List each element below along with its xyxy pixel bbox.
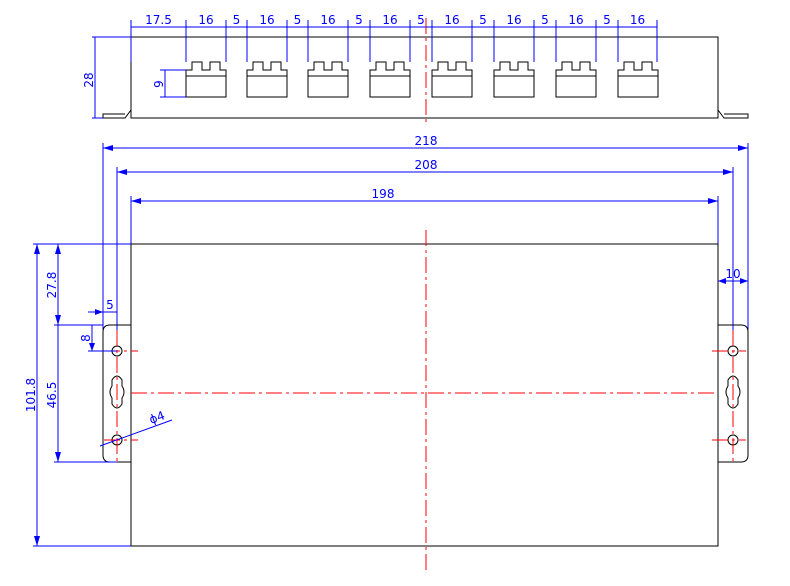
port-dim-label: 16 bbox=[506, 13, 521, 27]
left-mount-tab bbox=[102, 109, 132, 119]
front-body-outline bbox=[130, 36, 719, 119]
height-label: 28 bbox=[82, 72, 96, 87]
overall-height-arrow-bottom bbox=[34, 536, 40, 546]
hole-dia-leader bbox=[99, 419, 173, 447]
ear-width-label: 10 bbox=[725, 267, 740, 281]
hole-dia-label: ϕ4 bbox=[147, 408, 166, 426]
port-dim-label: 5 bbox=[479, 13, 487, 27]
hole-vspacing-label: 46.5 bbox=[45, 382, 59, 409]
right-mount-tab bbox=[717, 109, 749, 119]
port-dim-label: 5 bbox=[417, 13, 425, 27]
rj45-port bbox=[617, 61, 659, 98]
rj45-port bbox=[369, 61, 411, 98]
hole-vspacing-arrow-bottom bbox=[55, 452, 61, 462]
left-offset-arrow bbox=[95, 309, 103, 315]
port-dim-label: 5 bbox=[541, 13, 549, 27]
right-mount-ear bbox=[718, 324, 749, 463]
rj45-port bbox=[493, 61, 535, 98]
port-dim-label: 16 bbox=[444, 13, 459, 27]
rj45-port bbox=[185, 61, 227, 98]
port-dim-label: 5 bbox=[603, 13, 611, 27]
port-dim-label: 16 bbox=[568, 13, 583, 27]
body-width-label: 198 bbox=[372, 187, 395, 201]
port-dim-label: 5 bbox=[233, 13, 241, 27]
overall-width-arrow-right bbox=[738, 145, 748, 151]
overall-height-label: 101.8 bbox=[24, 378, 38, 412]
port-dim-labels: 17.5 16 5 16 5 16 5 16 5 16 5 16 5 16 5 16 bbox=[145, 13, 645, 27]
plan-view: 218 208 198 bbox=[24, 134, 749, 572]
rj45-port bbox=[307, 61, 349, 98]
top-offset-label: 27.8 bbox=[45, 272, 59, 299]
port-dim-label: 16 bbox=[630, 13, 645, 27]
rj45-port bbox=[555, 61, 597, 98]
left-keyhole-slot bbox=[109, 375, 125, 409]
rj45-port bbox=[246, 61, 288, 98]
port-dim-label: 16 bbox=[198, 13, 213, 27]
body-width-arrow-left bbox=[131, 198, 141, 204]
port-dim-label: 16 bbox=[259, 13, 274, 27]
ear-width-arrow-right bbox=[740, 278, 748, 284]
port-dim-ticks bbox=[130, 20, 658, 62]
right-keyhole-slot bbox=[725, 375, 741, 409]
overall-width-label: 218 bbox=[415, 134, 438, 148]
rj45-ports bbox=[185, 61, 659, 98]
top-offset-arrow-bottom bbox=[55, 315, 61, 325]
hole-spacing-arrow-left bbox=[117, 169, 127, 175]
port-height-label: 9 bbox=[152, 80, 166, 88]
port-dim-label: 5 bbox=[355, 13, 363, 27]
slot-offset-label: 8 bbox=[79, 334, 93, 342]
slot-offset-arrow bbox=[89, 343, 95, 351]
hole-spacing-label: 208 bbox=[415, 158, 438, 172]
ear-width-arrow-left bbox=[718, 278, 726, 284]
plan-body-outline bbox=[130, 243, 719, 547]
top-offset-arrow-top bbox=[55, 244, 61, 254]
front-view: 17.5 16 5 16 5 16 5 16 5 16 5 16 5 16 5 16 28 9 bbox=[82, 13, 749, 124]
hole-spacing-arrow-right bbox=[723, 169, 733, 175]
port-dim-label: 16 bbox=[382, 13, 397, 27]
port-dim-label: 16 bbox=[320, 13, 335, 27]
left-offset-label: 5 bbox=[106, 298, 114, 312]
rj45-port bbox=[431, 61, 473, 98]
port-dim-label: 5 bbox=[294, 13, 302, 27]
overall-width-arrow-left bbox=[103, 145, 113, 151]
overall-height-arrow-top bbox=[34, 244, 40, 254]
body-width-arrow-right bbox=[708, 198, 718, 204]
port-dim-label: 17.5 bbox=[145, 13, 172, 27]
